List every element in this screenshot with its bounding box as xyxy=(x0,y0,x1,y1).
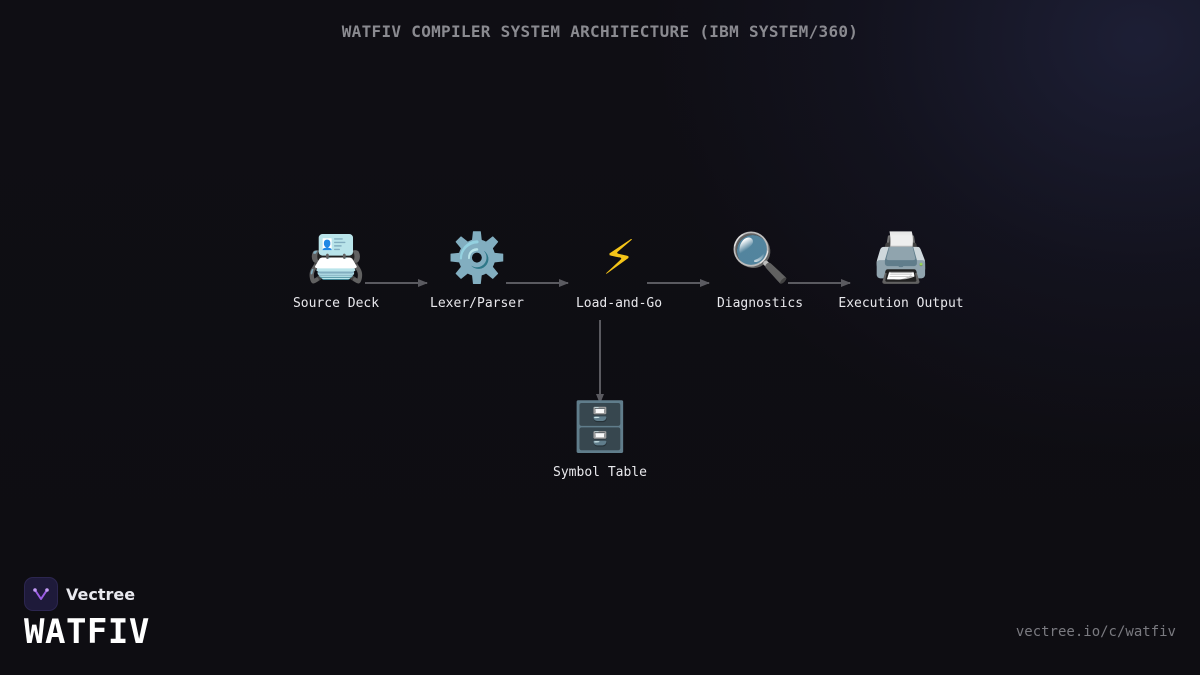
node-label: Symbol Table xyxy=(553,465,647,480)
node-diagnostics: 🔍 Diagnostics xyxy=(685,228,835,311)
node-symbol-table: 🗄️ Symbol Table xyxy=(525,397,675,480)
brand-name: Vectree xyxy=(66,584,136,604)
diagram-title: WATFIV COMPILER SYSTEM ARCHITECTURE (IBM… xyxy=(341,22,859,41)
printer-icon: 🖨️ xyxy=(871,230,931,286)
node-label: Lexer/Parser xyxy=(430,296,524,311)
node-label: Diagnostics xyxy=(716,296,804,311)
product-name: WATFIV xyxy=(24,612,150,652)
node-label: Execution Output xyxy=(838,296,964,311)
card-index-icon: 📇 xyxy=(306,230,366,286)
brand: Vectree xyxy=(24,577,135,611)
node-lexer-parser: ⚙️ Lexer/Parser xyxy=(402,228,552,311)
file-cabinet-icon: 🗄️ xyxy=(570,399,630,455)
lightning-icon: ⚡ xyxy=(602,230,636,286)
node-label: Load-and-Go xyxy=(575,296,663,311)
vectree-logo-icon xyxy=(24,577,58,611)
node-source-deck: 📇 Source Deck xyxy=(261,228,411,311)
magnifier-icon: 🔍 xyxy=(730,230,790,286)
gear-icon: ⚙️ xyxy=(447,230,507,286)
node-execution-output: 🖨️ Execution Output xyxy=(826,228,976,311)
node-label: Source Deck xyxy=(292,296,380,311)
node-load-and-go: ⚡ Load-and-Go xyxy=(544,228,694,311)
footer-url[interactable]: vectree.io/c/watfiv xyxy=(1015,624,1176,640)
